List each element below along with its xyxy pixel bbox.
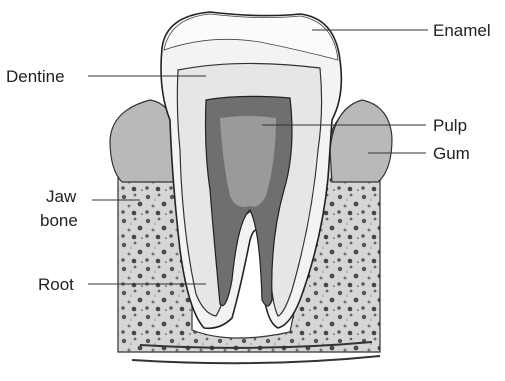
label-bone: bone bbox=[40, 211, 78, 230]
bone-base-line-lower bbox=[132, 356, 380, 363]
label-pulp: Pulp bbox=[433, 116, 467, 135]
gum-tissue-right bbox=[330, 100, 392, 182]
label-enamel: Enamel bbox=[433, 21, 491, 40]
label-root: Root bbox=[38, 275, 74, 294]
label-jaw: Jaw bbox=[46, 187, 77, 206]
label-dentine: Dentine bbox=[6, 67, 65, 86]
label-gum: Gum bbox=[433, 144, 470, 163]
